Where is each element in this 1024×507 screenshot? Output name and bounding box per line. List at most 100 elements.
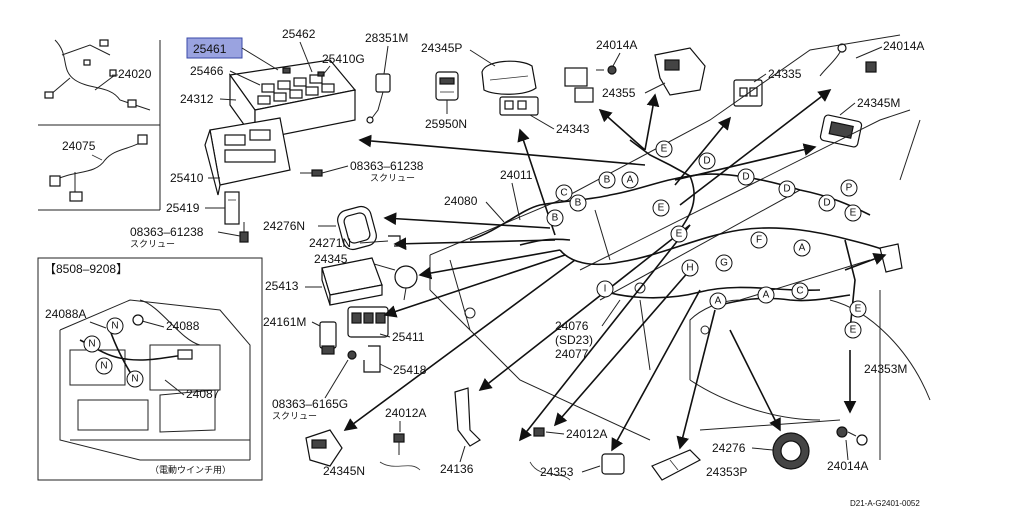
part-label-24075[interactable]: 24075	[62, 139, 96, 153]
part-label-24312[interactable]: 24312	[180, 92, 214, 106]
part-label-25413[interactable]: 25413	[265, 279, 299, 293]
part-24345M-drawing	[819, 114, 863, 148]
harness-24075-drawing	[49, 134, 148, 202]
callout-E-1: E	[655, 140, 673, 158]
part-label-24343[interactable]: 24343	[556, 122, 590, 136]
part-label-24271N[interactable]: 24271N	[309, 236, 351, 250]
svg-text:G: G	[720, 258, 728, 269]
part-label-24076-sub[interactable]: (SD23)	[555, 333, 593, 347]
callout-E-3: E	[652, 199, 670, 217]
callout-F: F	[750, 231, 768, 249]
svg-text:P: P	[846, 183, 853, 194]
winch-note: （電動ウインチ用）	[150, 465, 231, 475]
part-label-28351M[interactable]: 28351M	[365, 31, 408, 45]
screw-label-a: スクリュー	[370, 173, 415, 183]
part-label-25466[interactable]: 25466	[190, 64, 224, 78]
part-24136-drawing	[454, 387, 481, 447]
part-label-24080[interactable]: 24080	[444, 194, 478, 208]
callout-C-2: C	[791, 282, 809, 300]
part-25950N-drawing	[435, 71, 459, 101]
part-label-25462[interactable]: 25462	[282, 27, 316, 41]
part-label-08363-61238-a[interactable]: 08363–61238	[350, 159, 424, 173]
part-24345N-drawing	[305, 429, 343, 467]
part-label-24345P[interactable]: 24345P	[421, 41, 462, 55]
part-24276N-drawing	[337, 205, 377, 251]
svg-text:A: A	[799, 243, 806, 254]
callout-D-3: D	[778, 180, 796, 198]
part-label-25410[interactable]: 25410	[170, 171, 204, 185]
svg-text:C: C	[796, 286, 803, 297]
part-24353P-drawing	[651, 449, 702, 481]
part-label-24136[interactable]: 24136	[440, 462, 474, 476]
part-label-24276N[interactable]: 24276N	[263, 219, 305, 233]
part-label-24087[interactable]: 24087	[186, 387, 220, 401]
part-label-24345M[interactable]: 24345M	[857, 96, 900, 110]
part-24276-drawing	[772, 432, 810, 470]
part-label-25950N[interactable]: 25950N	[425, 117, 467, 131]
part-25413-drawing	[321, 257, 383, 306]
svg-text:B: B	[552, 213, 559, 224]
part-label-24353M[interactable]: 24353M	[864, 362, 907, 376]
part-label-24014A-top[interactable]: 24014A	[596, 38, 637, 52]
svg-text:H: H	[686, 263, 693, 274]
part-label-25461[interactable]: 25461	[193, 42, 227, 56]
part-label-24014A-tr[interactable]: 24014A	[883, 39, 924, 53]
callout-D-4: D	[818, 194, 836, 212]
callout-B-2: B	[569, 194, 587, 212]
part-label-24012A-r[interactable]: 24012A	[566, 427, 607, 441]
part-label-24335[interactable]: 24335	[768, 67, 802, 81]
callout-D-2: D	[737, 168, 755, 186]
callout-N-2: N	[83, 335, 101, 353]
screw-08363-61238-a-drawing	[300, 169, 323, 177]
callout-I: I	[596, 280, 614, 298]
svg-text:N: N	[100, 361, 107, 372]
part-24014A-tr-drawing	[819, 43, 877, 77]
svg-text:B: B	[575, 198, 582, 209]
screw-08363-61238-b-drawing	[239, 222, 249, 243]
part-label-24353[interactable]: 24353	[540, 465, 574, 479]
part-25418-drawing	[347, 345, 381, 373]
date-range-label: 【8508–9208】	[44, 262, 128, 276]
part-24345-drawing	[394, 265, 418, 301]
part-label-25411[interactable]: 25411	[392, 330, 425, 344]
callout-A-3: A	[709, 292, 727, 310]
part-label-24088A[interactable]: 24088A	[45, 307, 86, 321]
part-label-24345N[interactable]: 24345N	[323, 464, 365, 478]
part-label-24077[interactable]: 24077	[555, 347, 589, 361]
callout-C-1: C	[555, 184, 573, 202]
svg-text:E: E	[855, 304, 862, 315]
svg-text:C: C	[560, 188, 567, 199]
part-label-24353P[interactable]: 24353P	[706, 465, 747, 479]
part-28351M-drawing	[366, 73, 391, 124]
part-label-08363-6165G[interactable]: 08363–6165G	[272, 397, 348, 411]
part-label-24088[interactable]: 24088	[166, 319, 200, 333]
svg-text:N: N	[88, 339, 95, 350]
part-24012A-l-drawing	[379, 433, 421, 471]
part-24012A-r-drawing	[533, 427, 545, 437]
part-label-24355[interactable]: 24355	[602, 86, 636, 100]
svg-text:E: E	[850, 325, 857, 336]
part-24353M-drawing	[879, 243, 903, 273]
part-label-24276[interactable]: 24276	[712, 441, 746, 455]
part-label-25419[interactable]: 25419	[166, 201, 200, 215]
inset-callouts: N N N N	[83, 317, 144, 388]
part-label-24014A-br[interactable]: 24014A	[827, 459, 868, 473]
part-24014A-br-drawing	[836, 426, 868, 446]
part-label-24020[interactable]: 24020	[118, 67, 152, 81]
callout-E-2: E	[844, 204, 862, 222]
part-25411-drawing	[347, 306, 389, 338]
small-connector-top-drawing	[564, 67, 594, 103]
part-label-25410G[interactable]: 25410G	[322, 52, 365, 66]
svg-text:B: B	[604, 175, 611, 186]
part-label-08363-61238-b[interactable]: 08363–61238	[130, 225, 204, 239]
part-label-24345[interactable]: 24345	[314, 252, 348, 266]
part-label-24161M[interactable]: 24161M	[263, 315, 306, 329]
part-label-24012A-l[interactable]: 24012A	[385, 406, 426, 420]
part-label-24076[interactable]: 24076	[555, 319, 589, 333]
part-label-25418[interactable]: 25418	[393, 363, 427, 377]
svg-text:F: F	[756, 235, 762, 246]
svg-text:D: D	[703, 156, 710, 167]
part-label-24011[interactable]: 24011	[500, 168, 533, 182]
svg-text:D: D	[742, 172, 749, 183]
